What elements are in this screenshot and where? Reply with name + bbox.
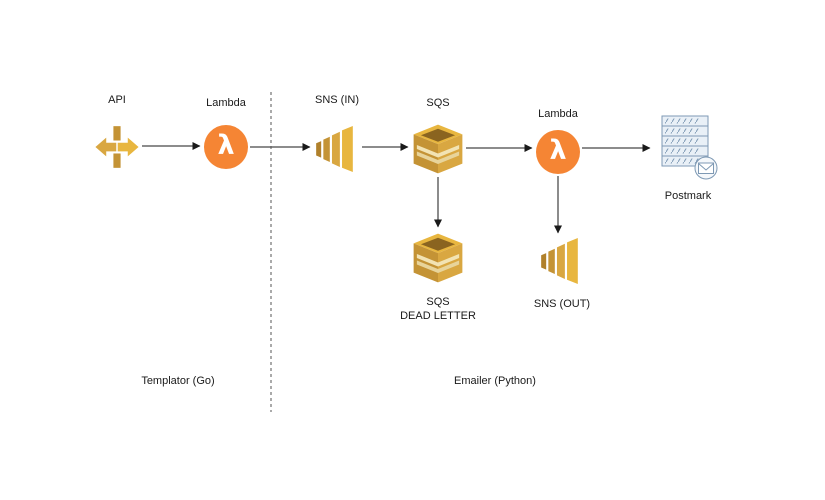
node-postmark: Postmark bbox=[633, 112, 743, 204]
postmark-label: Postmark bbox=[664, 190, 712, 202]
sqs-icon bbox=[412, 123, 464, 175]
node-sqs-dead-letter: SQS DEAD LETTER bbox=[383, 232, 493, 324]
api-gateway-icon bbox=[94, 124, 140, 170]
lambda-glyph: λ bbox=[217, 130, 235, 162]
server-stack-icon bbox=[654, 112, 722, 180]
group-label-emailer: Emailer (Python) bbox=[454, 375, 536, 387]
lambda-icon: λ bbox=[536, 129, 580, 174]
group-label-templator: Templator (Go) bbox=[141, 375, 215, 387]
lambda-emailer-label: Lambda bbox=[538, 108, 578, 120]
api-label: API bbox=[108, 94, 126, 106]
sqs-dead-letter-label-line1: SQS bbox=[426, 296, 450, 308]
lambda-templator-label: Lambda bbox=[206, 97, 246, 109]
lambda-glyph: λ bbox=[549, 135, 567, 167]
node-sns-in: SNS (IN) bbox=[282, 94, 392, 172]
sqs-dead-letter-label-line2: DEAD LETTER bbox=[400, 309, 476, 322]
node-sns-out: SNS (OUT) bbox=[507, 238, 617, 312]
node-lambda-templator: Lambda λ bbox=[171, 97, 281, 169]
node-api-gateway: API bbox=[62, 94, 172, 170]
node-lambda-emailer: Lambda λ bbox=[503, 108, 613, 174]
lambda-icon: λ bbox=[204, 124, 248, 169]
sns-out-label: SNS (OUT) bbox=[533, 298, 591, 310]
sns-in-label: SNS (IN) bbox=[315, 94, 359, 106]
node-sqs: SQS bbox=[383, 97, 493, 175]
sns-icon bbox=[539, 238, 585, 284]
sns-icon bbox=[314, 125, 360, 172]
sqs-label: SQS bbox=[426, 97, 450, 109]
envelope-icon bbox=[694, 156, 718, 180]
sqs-icon bbox=[412, 232, 464, 284]
